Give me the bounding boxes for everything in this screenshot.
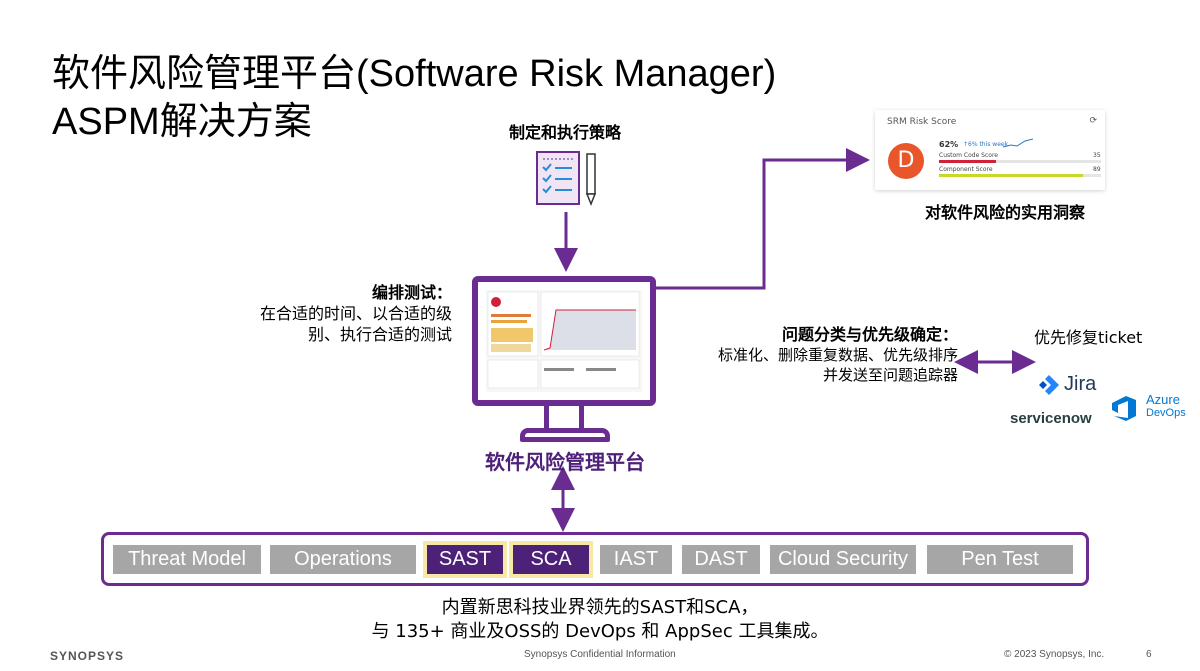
policy-label: 制定和执行策略: [508, 123, 621, 142]
orchestration-heading: 编排测试：: [371, 283, 452, 302]
tool-sca: SCA: [513, 545, 589, 574]
caption-line2: 与 135+ 商业及OSS的 DevOps 和 AppSec 工具集成。: [371, 621, 829, 642]
orchestration-line2: 别、执行合适的测试: [307, 325, 452, 344]
metric-bar-custom: [939, 160, 1101, 163]
slide-title-line2: ASPM解决方案: [52, 101, 312, 143]
orchestration-line1: 在合适的时间、以合适的级: [259, 304, 452, 323]
tool-iast: IAST: [600, 545, 672, 574]
footer-copyright: © 2023 Synopsys, Inc.: [1004, 649, 1105, 660]
tool-sast: SAST: [427, 545, 503, 574]
page-number: 6: [1146, 649, 1152, 660]
risk-percent: 62%: [939, 140, 959, 149]
metric-value-component: 89: [1093, 166, 1101, 173]
grade-badge: D: [888, 143, 924, 179]
footer-confidential: Synopsys Confidential Information: [524, 649, 676, 660]
triage-block: 问题分类与优先级确定： 标准化、删除重复数据、优先级排序 并发送至问题追踪器: [640, 324, 958, 385]
azure-text: Azure: [1146, 392, 1180, 407]
jira-icon: [1039, 375, 1059, 395]
synopsys-logo: SYNOPSYS: [50, 649, 125, 663]
servicenow-logo: servicenow: [1010, 410, 1092, 427]
risk-card-header: SRM Risk Score: [887, 117, 957, 127]
tool-cloud-security: Cloud Security: [770, 545, 916, 574]
monitor-base: [520, 428, 610, 442]
risk-trend: ↑6% this week: [963, 141, 1009, 148]
devops-text: DevOps: [1146, 407, 1186, 419]
metric-value-custom: 35: [1093, 152, 1101, 159]
jira-logo: Jira: [1038, 372, 1110, 398]
tickets-label: 优先修复ticket: [1034, 328, 1143, 347]
monitor-stem: [544, 406, 584, 430]
caption-line1: 内置新思科技业界领先的SAST和SCA，: [441, 597, 759, 618]
dashboard-monitor: [472, 276, 656, 406]
jira-text: Jira: [1064, 373, 1097, 395]
insight-arrow: [656, 148, 870, 290]
slide-title: 软件风险管理平台(Software Risk Manager) ASPM解决方案: [52, 50, 776, 146]
orchestration-block: 编排测试： 在合适的时间、以合适的级 别、执行合适的测试: [220, 282, 452, 345]
dashboard-preview: [486, 290, 642, 392]
tool-dast: DAST: [682, 545, 760, 574]
slide-title-line1: 软件风险管理平台(Software Risk Manager): [52, 53, 777, 95]
risk-score-card: SRM Risk Score ⟳ D 62% ↑6% this week Cus…: [875, 110, 1105, 190]
tool-pen-test: Pen Test: [927, 545, 1073, 574]
platform-label: 软件风险管理平台: [485, 450, 645, 474]
tool-threat-model: Threat Model: [113, 545, 261, 574]
azure-devops-icon: [1112, 396, 1136, 421]
refresh-icon: ⟳: [1089, 116, 1097, 126]
triage-heading: 问题分类与优先级确定：: [781, 325, 958, 344]
azure-devops-logo: Azure DevOps: [1110, 392, 1190, 426]
metric-label-component: Component Score: [939, 166, 993, 173]
triage-line2: 并发送至问题追踪器: [822, 366, 958, 384]
metric-bar-component: [939, 174, 1101, 177]
testing-pipeline: [101, 532, 1089, 586]
checklist-icon: [536, 151, 597, 207]
insight-label: 对软件风险的实用洞察: [924, 203, 1085, 222]
tool-operations: Operations: [270, 545, 416, 574]
metric-label-custom: Custom Code Score: [939, 152, 998, 159]
sparkline-icon: [1003, 138, 1033, 148]
triage-line1: 标准化、删除重复数据、优先级排序: [717, 346, 958, 364]
caption-block: 内置新思科技业界领先的SAST和SCA， 与 135+ 商业及OSS的 DevO…: [300, 596, 900, 644]
dashboard-screen: [486, 290, 642, 392]
